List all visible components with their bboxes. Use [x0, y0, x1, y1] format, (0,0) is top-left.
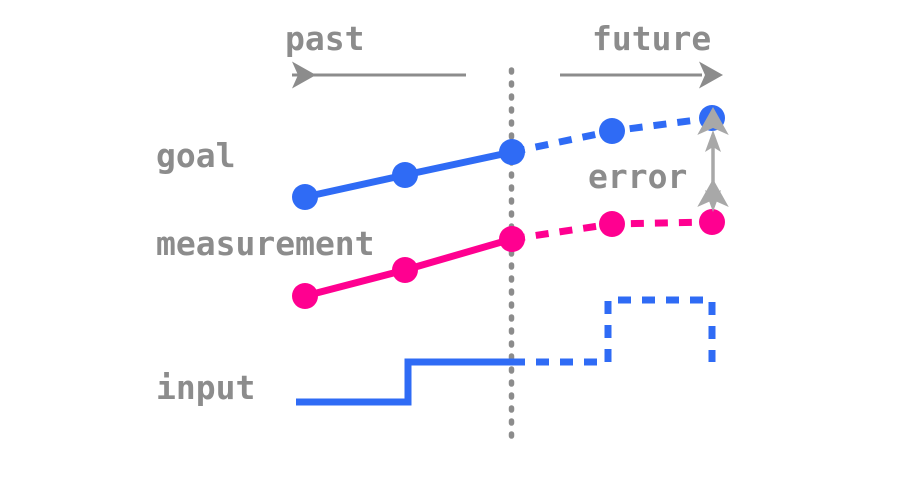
goal-point	[292, 184, 318, 210]
measurement-point	[599, 211, 625, 237]
input-step-past	[296, 358, 512, 406]
goal-point	[699, 105, 725, 131]
error-label: error	[588, 157, 688, 196]
goal-point	[499, 139, 525, 165]
past-label: past	[285, 19, 365, 58]
measurement-label: measurement	[156, 224, 375, 263]
measurement-point	[292, 283, 318, 309]
input-label: input	[156, 368, 256, 407]
future-label: future	[592, 19, 712, 58]
goal-label: goal	[156, 136, 236, 175]
input-step-future	[512, 296, 716, 366]
goal-point	[599, 118, 625, 144]
measurement-point	[699, 209, 725, 235]
error-arrow-head-up	[705, 130, 721, 152]
goal-point	[392, 162, 418, 188]
measurement-point	[499, 226, 525, 252]
measurement-point	[392, 257, 418, 283]
error-arrow-head-down	[705, 190, 721, 212]
